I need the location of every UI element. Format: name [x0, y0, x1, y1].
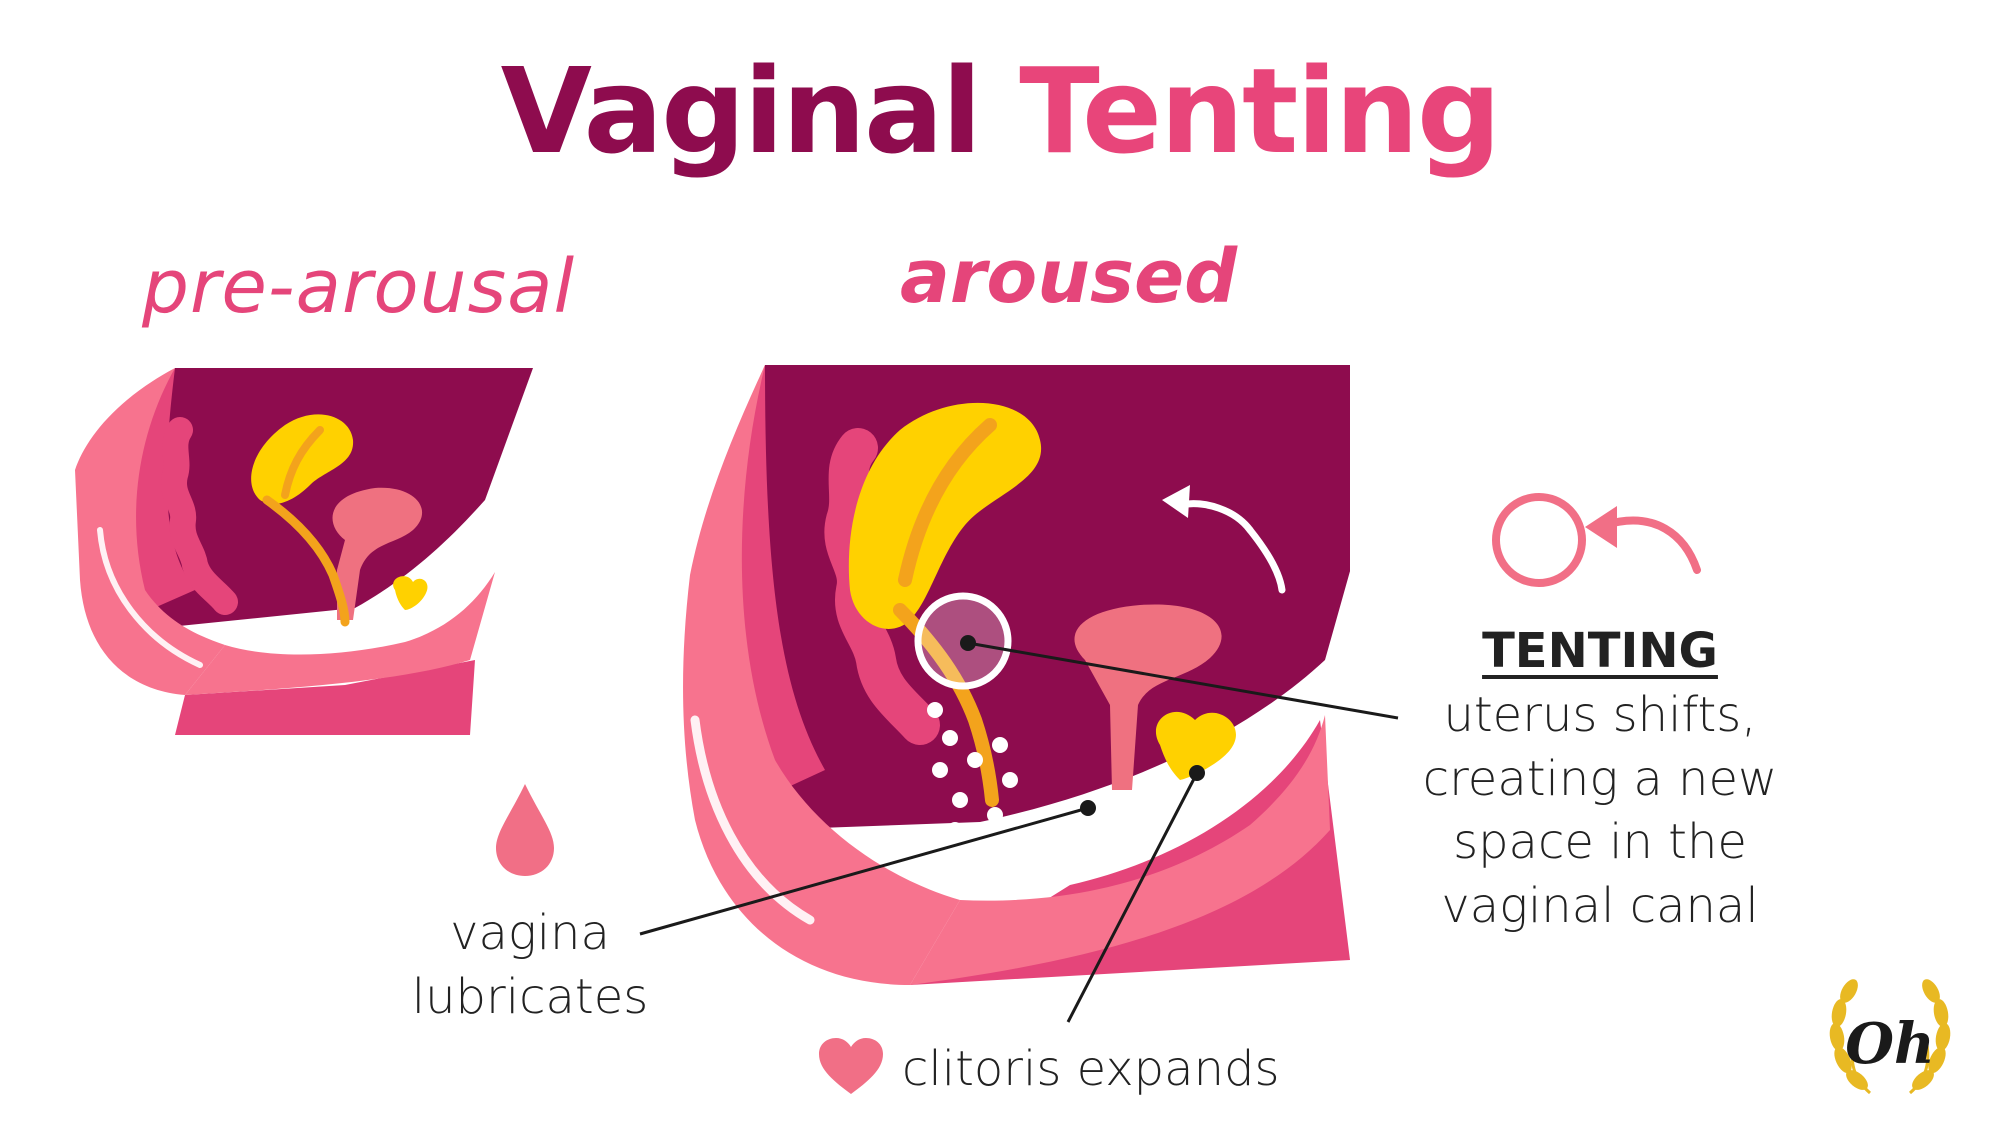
pre-arousal-illustration [75, 368, 533, 735]
tenting-line: space in the [1453, 814, 1747, 871]
tenting-heading: TENTING [1482, 623, 1718, 679]
tenting-annotation: TENTING uterus shifts, creating a new sp… [1380, 620, 1820, 939]
stage-label-aroused: aroused [900, 234, 1238, 320]
laurel-logo-icon: Oh [1829, 979, 1951, 1095]
logo-text: Oh [1845, 1011, 1935, 1077]
aroused-illustration [683, 365, 1350, 985]
tenting-line: uterus shifts, [1443, 686, 1757, 743]
stage-label-pre-arousal: pre-arousal [142, 244, 576, 330]
circle-arrow-icon [1492, 493, 1701, 587]
heart-icon [819, 1038, 883, 1094]
tenting-line: creating a new [1422, 750, 1778, 807]
droplet-icon [496, 784, 554, 876]
vagina-line: lubricates [411, 968, 649, 1025]
vagina-annotation: vagina lubricates [380, 902, 680, 1030]
tenting-line: vaginal canal [1441, 878, 1759, 935]
title-part-1: Vaginal [500, 42, 982, 180]
clitoris-annotation: clitoris expands [902, 1041, 1280, 1097]
title-part-2: Tenting [1019, 42, 1501, 180]
vagina-line: vagina [450, 905, 610, 961]
page-title: Vaginal Tenting [0, 52, 2000, 170]
